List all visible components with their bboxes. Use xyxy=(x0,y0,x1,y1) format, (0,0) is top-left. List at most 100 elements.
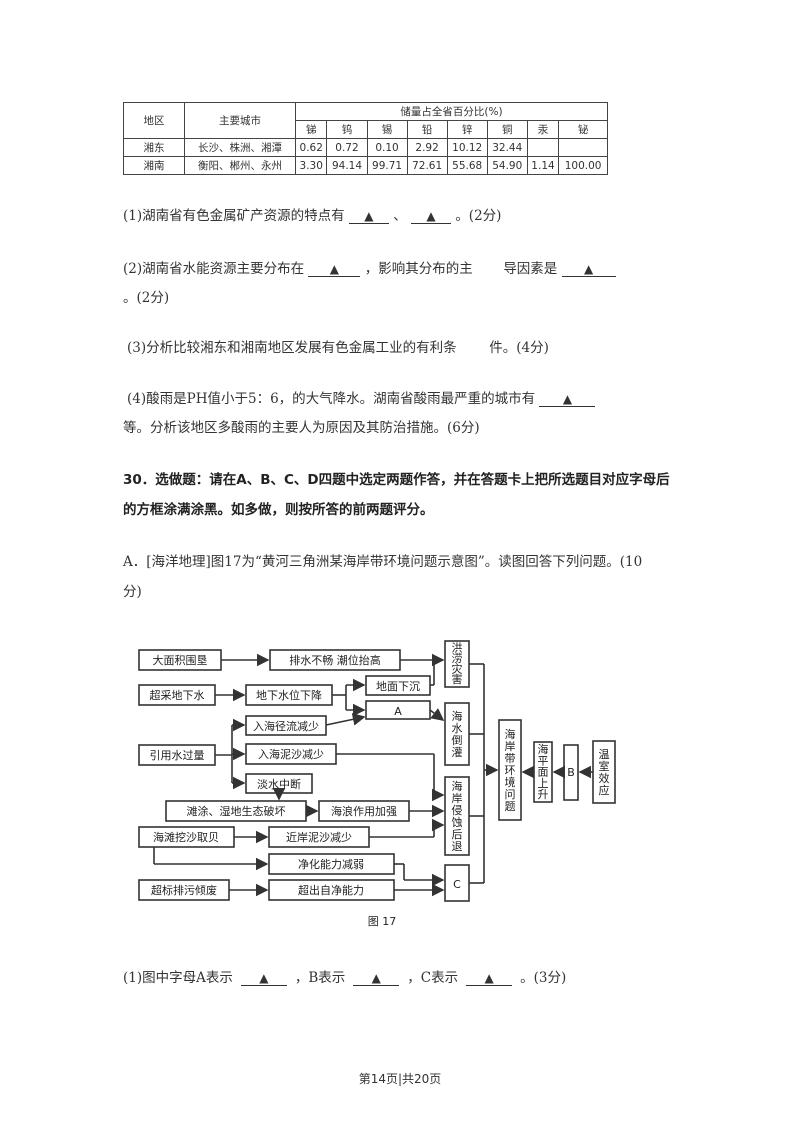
table-cell: 72.61 xyxy=(406,156,448,175)
row-cities: 长沙、株洲、湘潭 xyxy=(184,138,296,157)
svg-text:洪涝灾害: 洪涝灾害 xyxy=(452,641,463,687)
question-3: (3)分析比较湘东和湘南地区发展有色金属工业的有利条 件。(4分) xyxy=(127,338,549,358)
q1-blank-1: ▲ xyxy=(348,209,389,224)
box-A: A xyxy=(365,700,431,720)
svg-text:地面下沉: 地面下沉 xyxy=(376,680,420,693)
box-drain: 排水不畅 潮位抬高 xyxy=(269,649,401,671)
metal-reserve-table: 地区 主要城市 储量占全省百分比(%) 锑钨锡铅锌铜汞铋 湘东 长沙、株洲、湘潭… xyxy=(123,102,608,175)
coastal-problem-diagram: 大面积围垦 超采地下水 引用水过量 海滩挖沙取贝 超标排污倾废 排水不畅 潮位抬… xyxy=(138,640,616,928)
box-sand: 海滩挖沙取贝 xyxy=(138,826,235,848)
pa1-blank: ▲ xyxy=(353,971,400,986)
svg-text:引用水过量: 引用水过量 xyxy=(150,748,205,762)
table-cell: 100.00 xyxy=(558,156,608,175)
svg-text:地下水位下降: 地下水位下降 xyxy=(256,688,322,702)
q3-text-b: 件。(4分) xyxy=(489,340,549,356)
partA-question-1: (1)图中字母A表示▲，B表示▲，C表示▲。(3分) xyxy=(123,968,566,988)
box-purify: 净化能力减弱 xyxy=(268,853,395,875)
q1-text: (1)湖南省有色金属矿产资源的特点有 xyxy=(123,208,345,224)
table-cell: 99.71 xyxy=(366,156,408,175)
box-flood-disaster: 洪涝灾害 xyxy=(444,640,470,688)
table-cell: 32.44 xyxy=(486,138,528,157)
q3-text: (3)分析比较湘东和湘南地区发展有色金属工业的有利条 xyxy=(127,340,457,356)
box-wave: 海浪作用加强 xyxy=(318,800,410,822)
svg-text:滩涂、湿地生态破坏: 滩涂、湿地生态破坏 xyxy=(187,804,286,818)
box-runoff: 入海径流减少 xyxy=(245,715,327,736)
q2-text: (2)湖南省水能资源主要分布在 xyxy=(123,261,305,277)
table-cell: 0.72 xyxy=(326,138,368,157)
box-C: C xyxy=(444,864,470,902)
box-sediment: 入海泥沙减少 xyxy=(245,743,337,765)
box-sealevel: 海平面上升 xyxy=(533,741,553,803)
table-cell: 0.10 xyxy=(366,138,408,157)
pa1-text: (1)图中字母A表示▲，B表示▲，C表示▲。(3分) xyxy=(123,970,566,986)
header-metal: 铋 xyxy=(558,120,608,139)
box-overpump: 超采地下水 xyxy=(138,684,216,706)
q1-sep: 、 xyxy=(393,208,407,224)
q2-tail: 。(2分) xyxy=(123,290,170,306)
metal-header-row: 锑钨锡铅锌铜汞铋 xyxy=(124,120,608,139)
question-2: (2)湖南省水能资源主要分布在 ▲ ，影响其分布的主 导因素是 ▲ xyxy=(123,259,616,279)
box-coastal: 海岸带环境问题 xyxy=(498,719,522,821)
table-cell xyxy=(526,138,560,157)
box-subsidence: 地面下沉 xyxy=(365,675,431,696)
svg-text:A: A xyxy=(394,705,402,718)
table-cell: 10.12 xyxy=(446,138,488,157)
svg-text:海浪作用加强: 海浪作用加强 xyxy=(331,804,397,818)
svg-text:海岸侵蚀后退: 海岸侵蚀后退 xyxy=(452,779,463,853)
svg-text:净化能力减弱: 净化能力减弱 xyxy=(298,857,364,871)
row-region: 湘东 xyxy=(123,138,185,157)
svg-text:温室效应: 温室效应 xyxy=(599,748,610,797)
pa1-segment: ，B表示 xyxy=(294,970,346,986)
header-metal: 锌 xyxy=(446,120,488,139)
header-metal: 钨 xyxy=(326,120,368,139)
q2-text-b: ，影响其分布的主 xyxy=(364,261,473,277)
q2-text-c: 导因素是 xyxy=(503,261,558,277)
box-B: B xyxy=(563,744,579,801)
q1-blank-2: ▲ xyxy=(411,209,452,224)
svg-text:超标排污倾废: 超标排污倾废 xyxy=(151,883,217,897)
svg-text:海滩挖沙取贝: 海滩挖沙取贝 xyxy=(153,830,219,844)
table-cell: 54.90 xyxy=(486,156,528,175)
svg-text:超采地下水: 超采地下水 xyxy=(150,688,205,702)
svg-text:海水倒灌: 海水倒灌 xyxy=(452,709,463,759)
table-cell: 2.92 xyxy=(406,138,448,157)
q2-blank-2: ▲ xyxy=(561,262,616,277)
q4-tail: 等。分析该地区多酸雨的主要人为原因及其防治措施。(6分) xyxy=(123,420,480,436)
header-region: 地区 xyxy=(123,102,185,139)
svg-text:B: B xyxy=(567,766,575,779)
row-region: 湘南 xyxy=(123,156,185,175)
partA-line-1: A．[海洋地理]图17为“黄河三角洲某海岸带环境问题示意图”。读图回答下列问题。… xyxy=(123,554,643,570)
svg-text:近岸泥沙减少: 近岸泥沙减少 xyxy=(286,831,352,844)
table-cell: 3.30 xyxy=(294,156,328,175)
table-cell: 94.14 xyxy=(326,156,368,175)
question-1: (1)湖南省有色金属矿产资源的特点有 ▲ 、 ▲ 。(2分) xyxy=(123,206,501,226)
box-greenhouse: 温室效应 xyxy=(592,740,616,804)
svg-text:海岸带环境问题: 海岸带环境问题 xyxy=(505,727,516,813)
svg-text:海平面上升: 海平面上升 xyxy=(538,742,549,801)
pa1-segment: (1)图中字母A表示 xyxy=(123,970,233,986)
table-cell xyxy=(558,138,608,157)
q1-end: 。(2分) xyxy=(455,208,502,224)
box-wetland: 滩涂、湿地生态破坏 xyxy=(165,800,307,822)
pa1-segment: ，C表示 xyxy=(407,970,459,986)
svg-text:超出自净能力: 超出自净能力 xyxy=(298,883,364,897)
box-gw-drop: 地下水位下降 xyxy=(245,684,333,706)
page-footer: 第14页|共20页 xyxy=(358,1072,442,1086)
box-flood-area: 大面积围垦 xyxy=(138,649,222,671)
box-saltwater: 海水倒灌 xyxy=(444,702,470,766)
header-metal: 锡 xyxy=(366,120,408,139)
box-pollute: 超标排污倾废 xyxy=(138,879,230,901)
pa1-blank: ▲ xyxy=(240,971,287,986)
table-cell: 1.14 xyxy=(526,156,560,175)
svg-text:大面积围垦: 大面积围垦 xyxy=(153,653,208,667)
q4-blank: ▲ xyxy=(539,392,596,407)
box-retreat: 海岸侵蚀后退 xyxy=(444,776,470,856)
pa1-blank: ▲ xyxy=(466,971,513,986)
box-selfclean: 超出自净能力 xyxy=(268,879,395,901)
header-metal: 铅 xyxy=(406,120,448,139)
q4-text: (4)酸雨是PH值小于5：6，的大气降水。湖南省酸雨最严重的城市有 xyxy=(127,391,536,407)
q2-blank-1: ▲ xyxy=(308,262,361,277)
q30-line-2: 的方框涂满涂黑。如多做，则按所答的前两题评分。 xyxy=(123,502,434,518)
